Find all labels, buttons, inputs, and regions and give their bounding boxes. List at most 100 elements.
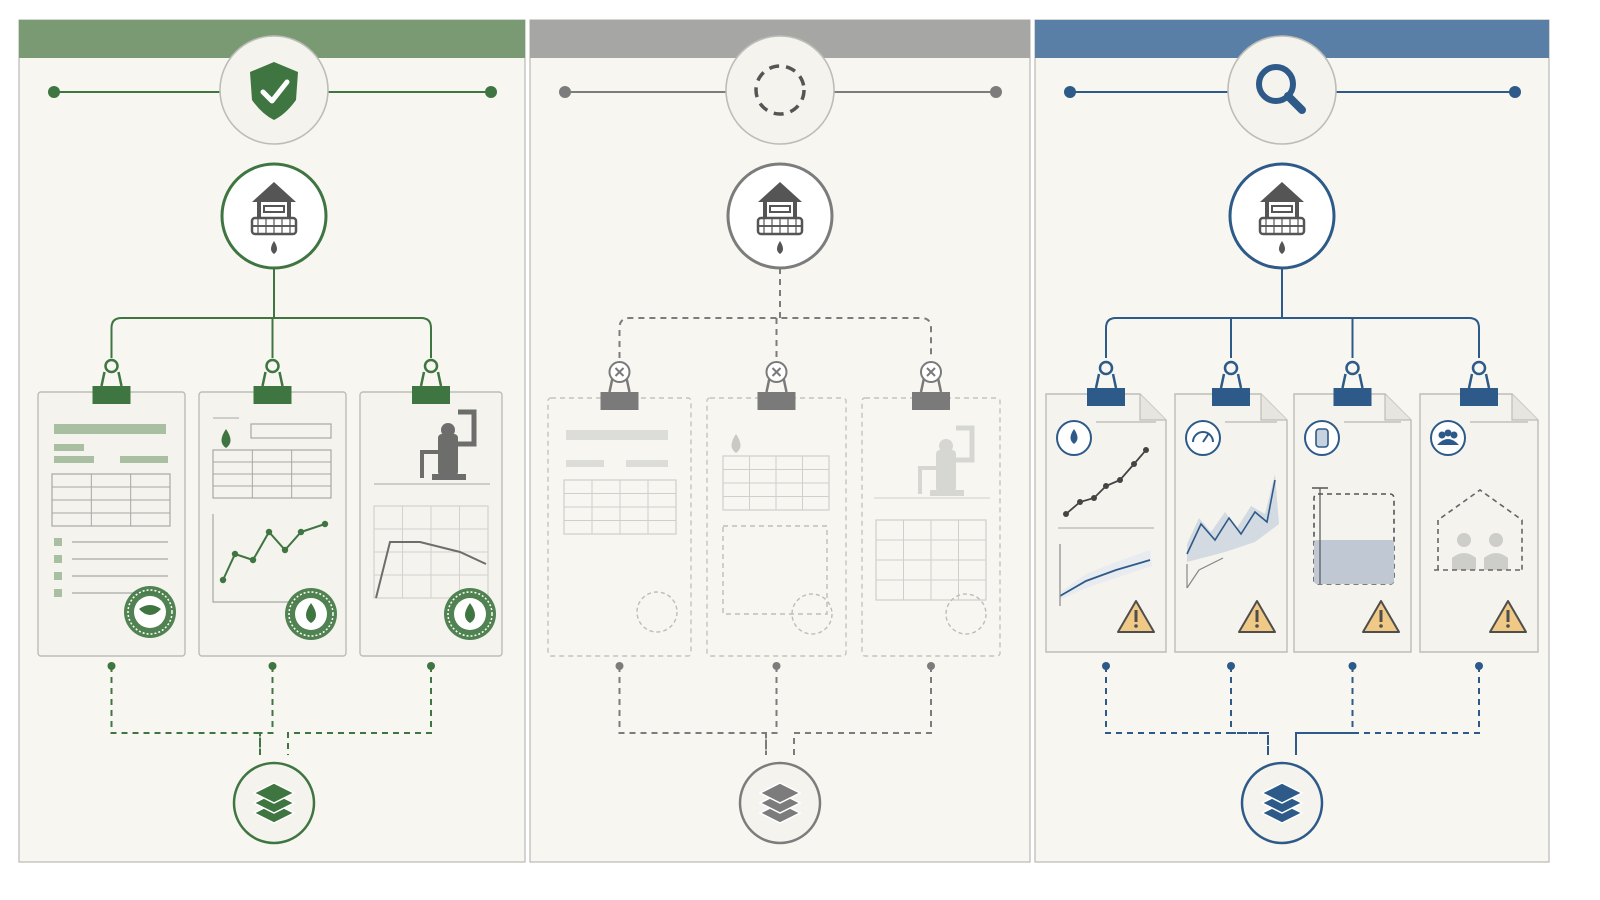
gauge-needle: [1202, 432, 1210, 443]
binder-clip-body: [757, 392, 796, 410]
branch-line: [1105, 317, 1480, 358]
pump-base: [930, 490, 964, 496]
chart-point: [1077, 499, 1083, 505]
pressure-document: [1174, 393, 1288, 653]
person-head: [1457, 533, 1471, 547]
pump-icon: [936, 450, 956, 492]
chart-point: [249, 556, 257, 564]
chart-point: [1143, 447, 1149, 453]
binder-clip-wire: [919, 377, 943, 393]
storage-tank-document: [1293, 393, 1412, 653]
well-post: [257, 202, 261, 220]
document-fold: [1139, 394, 1166, 421]
output-line: [765, 666, 778, 755]
people-icon-body: [1437, 439, 1459, 445]
check-mark: [260, 79, 290, 104]
shield-check-icon: [250, 62, 298, 120]
people-icon-head: [1450, 431, 1458, 439]
panel-card: [529, 19, 1031, 863]
x-mark-stroke: [926, 367, 936, 377]
doc-title-bar: [566, 430, 668, 440]
doc-text-bar: [120, 456, 168, 463]
seal-emblem: [139, 605, 161, 615]
pump-test-document: [359, 391, 503, 657]
output-line: [793, 666, 932, 755]
water-drop-icon: [777, 241, 783, 254]
noisy-chart-icon: [1186, 479, 1276, 555]
binder-clip-wire: [1219, 373, 1243, 389]
branch-connector: [1105, 268, 1480, 358]
well-post: [287, 202, 291, 220]
chart-point: [1117, 477, 1123, 483]
pump-pipe: [956, 425, 975, 463]
doc-text-bar: [566, 460, 604, 467]
branch-line: [110, 317, 432, 358]
warning-dot: [1379, 624, 1383, 628]
panel-missing: [529, 19, 1031, 863]
binder-clip-ring: [1098, 360, 1114, 376]
doc-badge: [1430, 420, 1466, 456]
binder-clip-wire: [1094, 373, 1118, 389]
pump-icon: [438, 434, 458, 476]
doc-input-box: [250, 423, 332, 439]
timeline-dot: [48, 86, 60, 98]
branch-connector: [618, 268, 932, 358]
status-badge: [1227, 35, 1337, 145]
tank-level-icon: [1314, 540, 1394, 584]
layer-sheet: [1260, 782, 1304, 804]
doc-text-bar: [54, 444, 84, 451]
water-drop-icon: [306, 603, 316, 623]
band-chart-line: [1059, 559, 1151, 597]
layer-sheet: [758, 782, 802, 804]
community-document: [1419, 393, 1539, 653]
chart-point: [231, 550, 239, 558]
binder-clip-body: [600, 392, 639, 410]
curve-chart-icon: [375, 541, 487, 599]
chart-point: [321, 520, 329, 528]
output-line: [1295, 666, 1354, 755]
people-icon-head: [1444, 429, 1452, 437]
water-drop-icon: [1070, 429, 1078, 444]
chart-point: [1063, 511, 1069, 517]
binder-clip-wire: [765, 377, 788, 393]
doc-badge: [1185, 420, 1221, 456]
binder-clip-ring: [265, 358, 280, 374]
layers-icon: [1260, 782, 1304, 824]
pump-head: [939, 439, 953, 453]
empty-chart-placeholder: [722, 525, 828, 615]
output-line: [1295, 666, 1480, 755]
x-mark-stroke: [614, 367, 625, 377]
water-drop-icon: [731, 434, 741, 453]
water-well-icon: [756, 182, 804, 254]
person-body: [1484, 553, 1508, 570]
panel-verified: [18, 19, 526, 863]
magnifier-lens: [1256, 64, 1296, 104]
binder-clip-body: [412, 386, 450, 404]
timeline-dot: [1509, 86, 1521, 98]
water-drop-icon: [221, 429, 231, 448]
binder-clip-body: [1087, 388, 1125, 406]
output-line: [110, 666, 261, 755]
warning-bang: [1379, 610, 1383, 622]
timeline-dot: [990, 86, 1002, 98]
warning-bang: [1506, 610, 1510, 622]
well-post: [793, 202, 797, 220]
water-well-icon: [250, 182, 298, 254]
band-chart-icon: [1060, 550, 1152, 600]
person-head: [1489, 533, 1503, 547]
binder-clip-wire: [261, 371, 284, 387]
branch-line: [618, 317, 932, 358]
binder-clip-wire: [608, 377, 631, 393]
status-badge: [725, 35, 835, 145]
water-drop-icon: [465, 603, 475, 623]
well-bucket: [769, 205, 791, 213]
empty-seal-icon: [945, 593, 987, 635]
binder-clip-ring: [1345, 360, 1360, 376]
binder-clip-body: [1460, 388, 1498, 406]
warning-dot: [1506, 624, 1510, 628]
x-mark-stroke: [771, 367, 782, 377]
chart-point: [1103, 483, 1109, 489]
person-body: [1452, 553, 1476, 570]
branch-connector: [110, 268, 432, 358]
